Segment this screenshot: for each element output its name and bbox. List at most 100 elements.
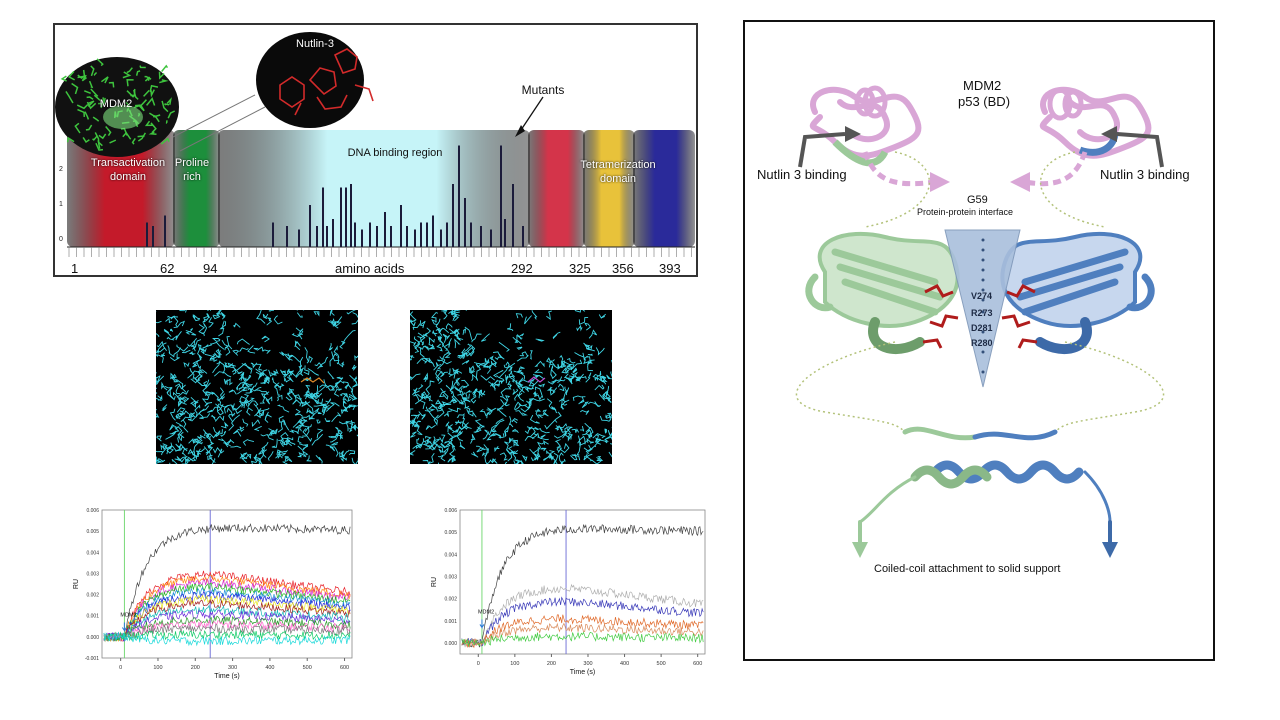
- mdm2-mesh-stroke: [126, 90, 136, 98]
- wireframe-bond: [169, 353, 180, 362]
- wireframe-bond: [175, 385, 181, 395]
- wireframe-bond: [558, 452, 564, 464]
- wireframe-bond: [514, 393, 525, 402]
- wireframe-bond: [299, 418, 305, 427]
- mutants-arrowhead: [515, 125, 525, 137]
- wireframe-bond: [177, 398, 190, 404]
- wireframe-bond: [254, 408, 262, 417]
- x-tick-label: 0: [119, 665, 122, 671]
- position-292: 292: [511, 261, 533, 276]
- y-tick-label: 0.006: [444, 508, 457, 514]
- wireframe-bond: [587, 433, 593, 440]
- wireframe-bond: [547, 376, 563, 385]
- wireframe-bond: [423, 372, 429, 383]
- wireframe-bond: [164, 385, 173, 394]
- wireframe-bond: [188, 351, 196, 356]
- wireframe-bond: [163, 328, 172, 337]
- wireframe-bond: [537, 412, 549, 419]
- wireframe-bond: [166, 442, 174, 454]
- wireframe-bond: [226, 335, 233, 350]
- mdm2-mesh-stroke: [96, 58, 104, 67]
- wireframe-bond: [217, 398, 229, 408]
- wireframe-bond: [215, 348, 222, 356]
- wireframe-bond: [286, 368, 292, 376]
- wireframe-bond: [535, 338, 545, 342]
- y-tick-label: 0.001: [86, 614, 99, 620]
- wireframe-bond: [190, 340, 196, 352]
- mdm2-mesh-stroke: [144, 76, 151, 82]
- wireframe-bond: [255, 363, 263, 371]
- mdm2-pocket-highlight: [103, 105, 143, 129]
- wireframe-bond: [413, 415, 418, 424]
- wireframe-bond: [564, 386, 570, 394]
- wireframe-bond: [555, 422, 568, 429]
- wireframe-bond: [454, 332, 460, 338]
- wireframe-bond: [207, 406, 220, 413]
- wireframe-bond: [578, 396, 585, 405]
- wireframe-bond: [193, 438, 202, 443]
- wireframe-bond: [187, 370, 203, 379]
- wireframe-bond: [464, 343, 472, 352]
- wireframe-bond: [228, 389, 237, 395]
- mdm2-mesh-stroke: [144, 75, 152, 80]
- mdm2-mesh-stroke: [122, 131, 132, 140]
- wireframe-bond: [425, 435, 432, 443]
- wireframe-bond: [437, 358, 446, 370]
- y-tick-label: 0.001: [444, 619, 457, 625]
- wireframe-bond: [278, 439, 288, 446]
- wireframe-bond: [253, 346, 264, 352]
- wireframe-bond: [240, 452, 247, 463]
- wireframe-bond: [470, 396, 477, 404]
- mdm2-mesh-stroke: [146, 97, 156, 106]
- wireframe-bond: [431, 330, 438, 337]
- wireframe-bond: [342, 329, 356, 345]
- structure-snapshot-right: [410, 310, 612, 464]
- interface-dots: [981, 238, 985, 374]
- mdm2-mesh-stroke: [160, 137, 170, 145]
- wireframe-bond: [599, 372, 606, 379]
- wireframe-bond: [256, 310, 266, 324]
- wireframe-bond: [440, 442, 456, 449]
- mdm2-linker-arrow-left: [930, 172, 950, 192]
- wireframe-bond: [568, 372, 575, 381]
- x-tick-label: 200: [547, 661, 556, 667]
- wireframe-bond: [539, 434, 549, 441]
- wireframe-bond: [494, 445, 500, 453]
- tether-left-top: [864, 151, 931, 228]
- wireframe-bond: [439, 390, 446, 398]
- nutlin-arrowhead-right: [1101, 126, 1117, 142]
- wireframe-bond: [559, 442, 570, 454]
- wireframe-bond: [465, 310, 467, 311]
- wireframe-bond: [453, 435, 464, 442]
- wireframe-bond: [438, 445, 444, 454]
- wireframe-bond: [258, 449, 267, 458]
- wireframe-bond: [444, 338, 452, 348]
- position-393: 393: [659, 261, 681, 276]
- wireframe-bond: [529, 432, 538, 440]
- mdm2-mesh-stroke: [109, 139, 117, 144]
- wireframe-bond: [212, 360, 222, 374]
- wireframe-bond: [454, 387, 466, 397]
- wireframe-bond: [156, 414, 158, 418]
- wireframe-bond: [178, 443, 186, 450]
- wireframe-bond: [549, 359, 556, 367]
- wireframe-bond: [534, 392, 543, 401]
- residue-label-r280: R280: [971, 338, 993, 348]
- mdm2-mesh-stroke: [93, 71, 98, 77]
- wireframe-bond: [271, 438, 278, 448]
- wireframe-bond: [586, 437, 594, 444]
- mdm2-mesh-stroke: [105, 126, 112, 137]
- wireframe-bond: [338, 421, 349, 432]
- wireframe-bond: [259, 396, 269, 404]
- nutlin-bond-stroke: [333, 48, 358, 74]
- wireframe-bond: [546, 310, 552, 321]
- wireframe-bond: [563, 373, 571, 379]
- mdm2-mesh-stroke: [66, 136, 75, 143]
- wireframe-bond: [599, 415, 611, 422]
- wireframe-bond: [188, 456, 197, 462]
- wireframe-bond: [513, 440, 519, 447]
- wireframe-bond: [339, 454, 346, 462]
- wireframe-bond: [228, 414, 241, 431]
